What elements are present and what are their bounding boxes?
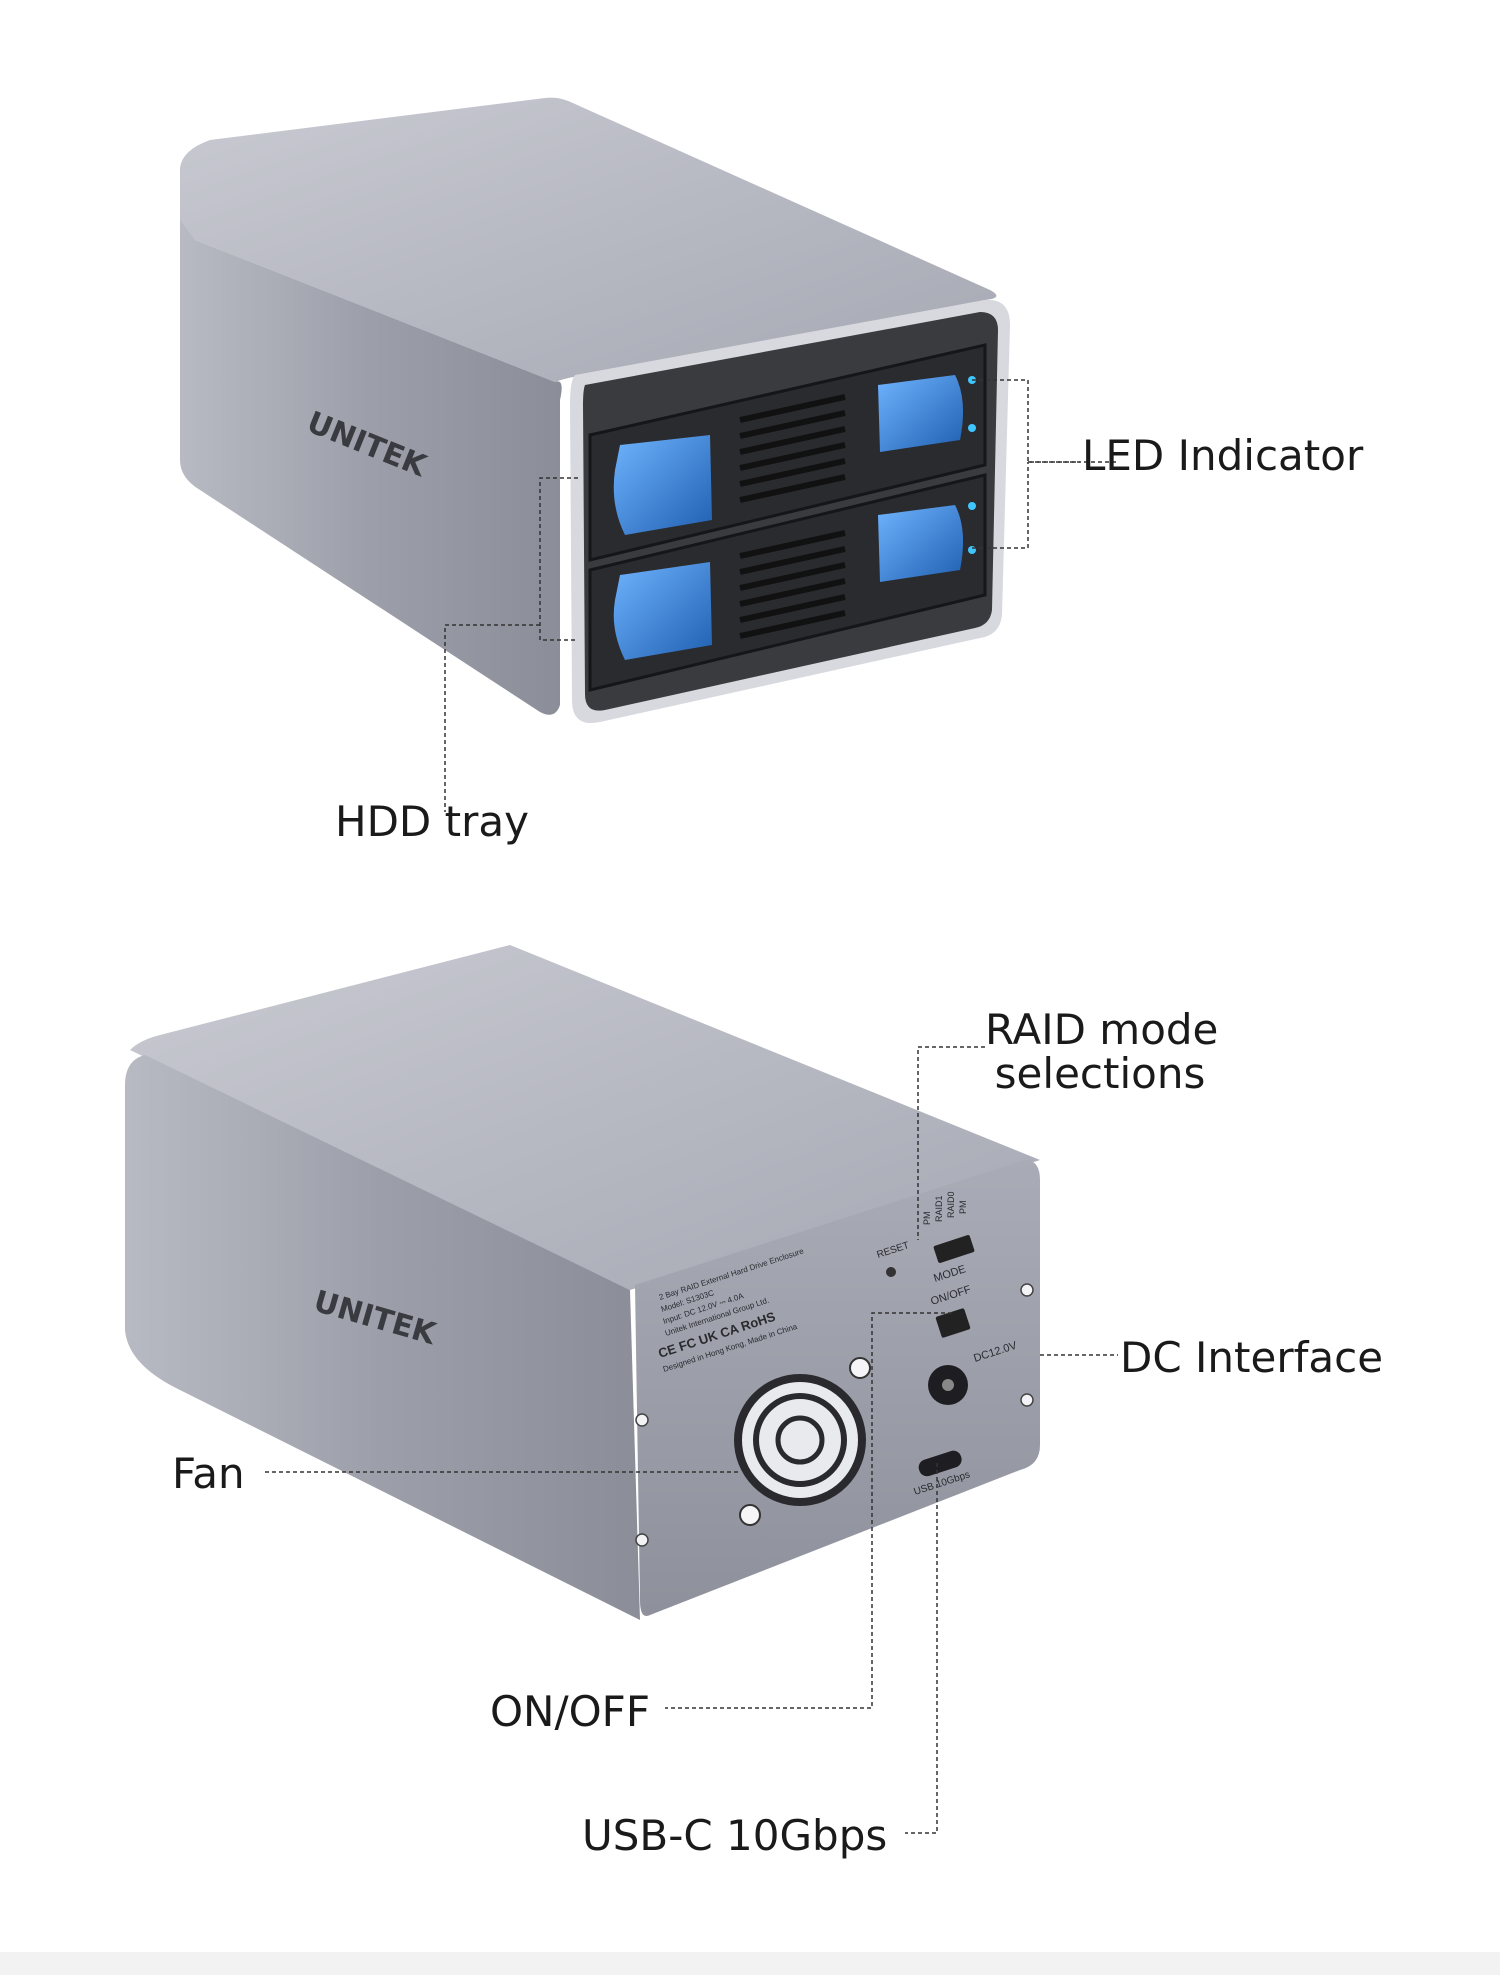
on-off-label: ON/OFF [490,1687,651,1736]
screw [635,1283,1034,1547]
tray-latch[interactable] [613,375,964,660]
mode-option: PM [958,1201,968,1215]
led-indicator-label: LED Indicator [1082,431,1364,480]
usb-c-port[interactable] [917,1449,964,1479]
fan [734,1357,871,1526]
mode-option: RAID0 [946,1191,956,1218]
on-off-switch[interactable] [935,1308,971,1338]
dc-jack [928,1365,968,1405]
footer-band [0,1952,1500,1975]
raid-mode-switch[interactable] [933,1235,975,1264]
front-enclosure: UNITEK [180,97,1010,724]
usb-c-label: USB-C 10Gbps [582,1811,888,1860]
hdd-tray-label: HDD tray [335,797,529,846]
fan-label: Fan [172,1449,245,1498]
tray-vent [739,394,846,639]
mode-option: RAID1 [934,1195,944,1222]
raid-mode-label-line2: selections [994,1049,1206,1099]
raid-mode-label-line1: RAID mode [985,1005,1219,1054]
mode-option: PM [922,1212,932,1226]
rear-enclosure: RESET MODE ON/OFF DC12.0V USB 10Gbps PM … [125,945,1040,1620]
reset-button[interactable] [886,1267,896,1277]
raid-mode-label: RAID mode selections [985,1005,1219,1099]
dc-interface-label: DC Interface [1120,1333,1384,1382]
